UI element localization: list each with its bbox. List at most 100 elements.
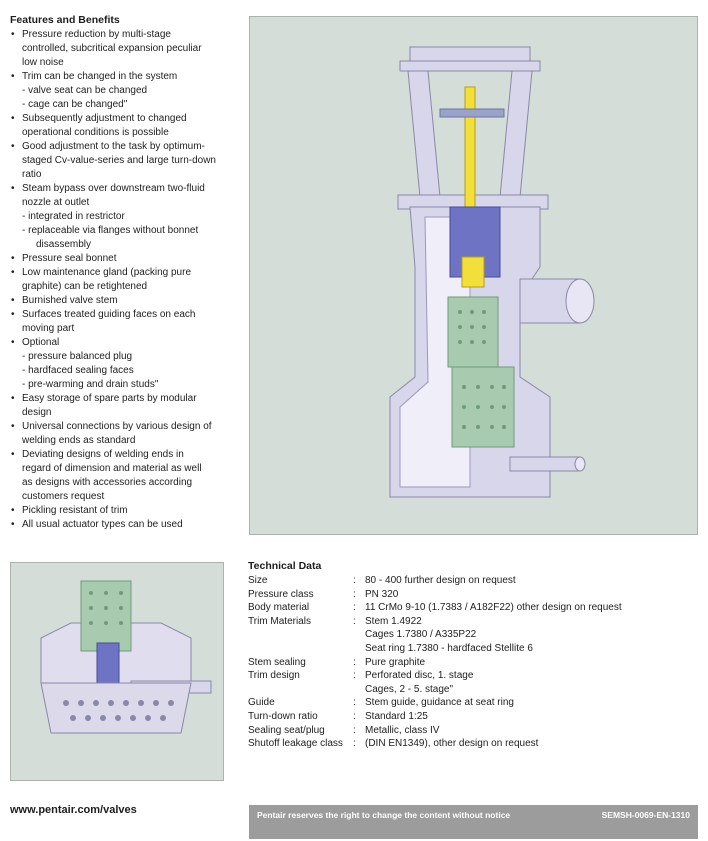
features-list: Pressure reduction by multi-stagecontrol… — [10, 28, 232, 532]
technical-data-separator: : — [353, 697, 356, 709]
technical-data-value: Standard 1:25 — [365, 710, 428, 722]
feature-item-line: - valve seat can be changed — [22, 85, 148, 96]
technical-data-separator — [353, 683, 365, 697]
feature-item: Universal connections by various design … — [10, 420, 232, 434]
technical-data-value: Cages, 2 - 5. stage" — [365, 683, 454, 695]
technical-data-key: Size — [248, 575, 268, 586]
technical-data-key: Stem sealing — [248, 656, 306, 668]
technical-data-key: Sealing seat/plug — [248, 724, 325, 736]
technical-data-value: Pure graphite — [365, 656, 426, 668]
feature-item: Deviating designs of welding ends in — [10, 448, 232, 462]
technical-data-row: Guide: Stem guide, guidance at seat ring — [248, 696, 698, 710]
feature-item: Optional — [10, 336, 232, 350]
feature-item-line: ratio — [22, 169, 42, 180]
feature-item: All usual actuator types can be used — [10, 518, 232, 532]
technical-data-row: Seat ring 1.7380 - hardfaced Stellite 6 — [248, 642, 698, 656]
technical-data-key: Body material — [248, 602, 310, 614]
document-code: SEMSH-0069-EN-1310 — [601, 810, 690, 820]
feature-item-line: - integrated in restrictor — [22, 211, 125, 222]
feature-item-line: design — [22, 407, 52, 418]
feature-item-line: disassembly — [36, 239, 92, 250]
technical-data-row: Body material:11 CrMo 9-10 (1.7383 / A18… — [248, 601, 698, 615]
technical-data-separator: : — [353, 738, 356, 750]
website-link[interactable]: www.pentair.com/valves — [10, 804, 137, 816]
technical-data-row: Cages, 2 - 5. stage" — [248, 683, 698, 697]
technical-data-key — [248, 628, 353, 642]
technical-data-key: Guide — [248, 697, 275, 709]
feature-item-line: welding ends as standard — [22, 435, 136, 446]
technical-data-row: Pressure class: PN 320 — [248, 588, 698, 602]
technical-data-separator: : — [353, 602, 356, 614]
technical-data-row: Size:80 - 400 further design on request — [248, 574, 698, 588]
feature-item: Surfaces treated guiding faces on each — [10, 308, 232, 322]
technical-data-row: Stem sealing: Pure graphite — [248, 656, 698, 670]
technical-data-key: Trim design — [248, 670, 300, 682]
features-section: Features and Benefits Pressure reduction… — [10, 13, 232, 532]
technical-data-title: Technical Data — [248, 560, 322, 572]
technical-data-separator: : — [353, 656, 356, 668]
feature-item-line: graphite) can be retightened — [22, 281, 148, 292]
feature-item: Pickling resistant of trim — [10, 504, 232, 518]
technical-data-value: 80 - 400 further design on request — [365, 575, 516, 586]
technical-data-value: Seat ring 1.7380 - hardfaced Stellite 6 — [365, 642, 533, 654]
footer-notice: Pentair reserves the right to change the… — [257, 810, 511, 820]
feature-item-line: staged Cv-value-series and large turn-do… — [22, 155, 216, 166]
technical-data-value: Perforated disc, 1. stage — [365, 670, 474, 682]
technical-data-separator — [353, 628, 365, 642]
technical-data-key: Pressure class — [248, 588, 314, 600]
feature-item-line: - cage can be changed" — [22, 99, 128, 110]
feature-item: Pressure seal bonnet — [10, 252, 232, 266]
technical-data-value: Metallic, class IV — [365, 724, 440, 736]
feature-item-line: - hardfaced sealing faces — [22, 365, 134, 376]
feature-item-line: - pressure balanced plug — [22, 351, 133, 362]
technical-data-row: Trim design: Perforated disc, 1. stage — [248, 669, 698, 683]
technical-data-value: Cages 1.7380 / A335P22 — [365, 629, 477, 641]
feature-item-line: moving part — [22, 323, 75, 334]
feature-item: Subsequently adjustment to changed — [10, 112, 232, 126]
trim-detail-image — [10, 562, 224, 781]
technical-data-key: Turn-down ratio — [248, 710, 318, 722]
technical-data-value: 11 CrMo 9-10 (1.7383 / A182F22) other de… — [365, 602, 622, 614]
technical-data-separator: : — [353, 710, 356, 722]
technical-data-value: (DIN EN1349), other design on request — [365, 738, 539, 750]
technical-data-row: Cages 1.7380 / A335P22 — [248, 628, 698, 642]
feature-item: Easy storage of spare parts by modular — [10, 392, 232, 406]
feature-item: Pressure reduction by multi-stage — [10, 28, 232, 42]
feature-item-line: regard of dimension and material as well — [22, 463, 202, 474]
feature-item: Burnished valve stem — [10, 294, 232, 308]
technical-data-separator: : — [353, 615, 356, 627]
technical-data-key — [248, 642, 353, 656]
features-title: Features and Benefits — [10, 14, 120, 26]
feature-item-line: customers request — [22, 491, 105, 502]
feature-item-line: low noise — [22, 57, 64, 68]
feature-item: Trim can be changed in the system — [10, 70, 232, 84]
feature-item-line: - pre-warming and drain studs" — [22, 379, 159, 390]
footer-bar: Pentair reserves the right to change the… — [249, 805, 698, 839]
technical-data-value: Stem 1.4922 — [365, 615, 422, 627]
technical-data-row: Shutoff leakage class: (DIN EN1349), othe… — [248, 737, 698, 751]
feature-item: Good adjustment to the task by optimum- — [10, 140, 232, 154]
feature-item-line: - replaceable via flanges without bonnet — [22, 225, 199, 236]
technical-data-separator: : — [353, 588, 356, 600]
valve-cross-section-image — [249, 16, 698, 535]
feature-item-line: controlled, subcritical expansion peculi… — [22, 43, 202, 54]
technical-data-key: Shutoff leakage class — [248, 738, 343, 750]
technical-data-value: Stem guide, guidance at seat ring — [365, 697, 514, 709]
technical-data-value: PN 320 — [365, 588, 399, 600]
feature-item-line: operational conditions is possible — [22, 127, 169, 138]
technical-data-separator: : — [353, 670, 356, 682]
feature-item: Low maintenance gland (packing pure — [10, 266, 232, 280]
technical-data-separator: : — [353, 724, 356, 736]
feature-item-line: as designs with accessories according — [22, 477, 193, 488]
technical-data-separator — [353, 642, 365, 656]
technical-data-section: Technical Data Size:80 - 400 further des… — [248, 559, 698, 751]
technical-data-key: Trim Materials — [248, 615, 311, 627]
technical-data-key — [248, 683, 353, 697]
technical-data-row: Trim Materials: Stem 1.4922 — [248, 615, 698, 629]
technical-data-row: Turn-down ratio: Standard 1:25 — [248, 710, 698, 724]
technical-data-separator: : — [353, 575, 356, 586]
technical-data-row: Sealing seat/plug: Metallic, class IV — [248, 724, 698, 738]
feature-item-line: nozzle at outlet — [22, 197, 90, 208]
feature-item: Steam bypass over downstream two-fluid — [10, 182, 232, 196]
